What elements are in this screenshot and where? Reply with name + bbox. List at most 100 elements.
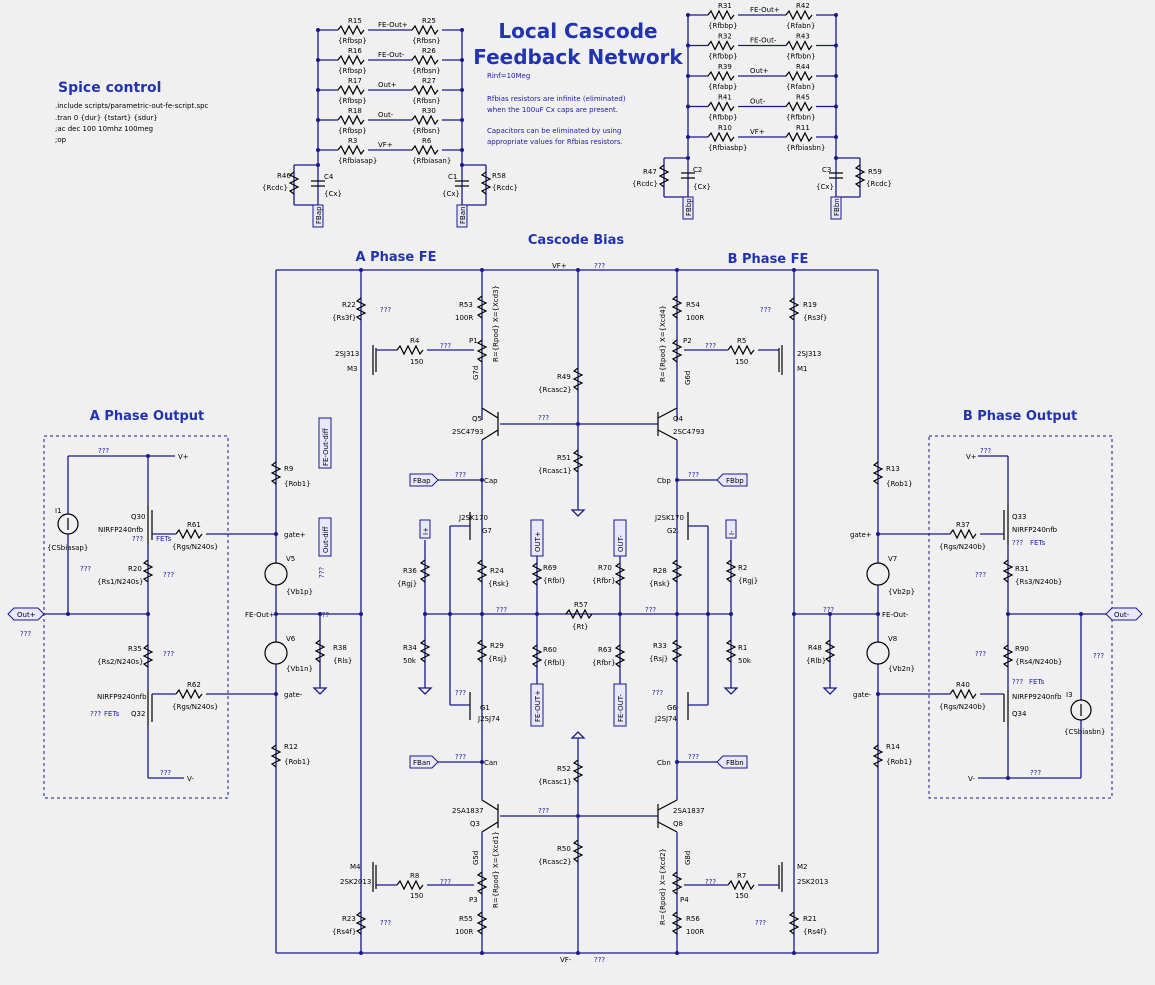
unknown-a-vplus: ??? <box>98 447 109 455</box>
unknown-r4: ??? <box>440 342 451 350</box>
note-rinf: Rinf=10Meg <box>487 72 530 80</box>
unknown-r35: ??? <box>163 650 174 658</box>
spice-control-title: Spice control <box>58 80 161 96</box>
fbbn-flag-top <box>830 196 842 220</box>
v8-value: {Vb2n} <box>888 665 915 673</box>
feedback_left-row-2-right-resistor <box>411 84 439 96</box>
c4-value: {Cx} <box>324 190 342 198</box>
q30-label: Q30 <box>131 513 145 521</box>
unknown-q32: ??? <box>90 710 101 718</box>
feedback_left-row-4-left_val: {Rfbiasap} <box>338 157 377 165</box>
feedback_left-row-3-right-resistor <box>411 114 439 126</box>
r22-resistor <box>355 297 367 321</box>
p1-value: R={Rpod} X={Xcd3} <box>492 285 500 362</box>
a-phase-fe: R22 {Rs3f} ??? 2SJ313 M3 R4 150 ??? ??? … <box>274 270 474 953</box>
fbbp-flag-text: FBbp <box>726 477 744 485</box>
r54-label: R54 <box>686 301 700 309</box>
unknown-r31: ??? <box>975 571 986 579</box>
g8d-label: G8d <box>684 851 692 865</box>
fe-out-plus-flag-text: FE-OUT+ <box>534 690 542 722</box>
r48-label: R48 <box>808 644 822 652</box>
r63-label: R63 <box>598 646 612 654</box>
r1-label: R1 <box>738 644 747 652</box>
c1-value: {Cx} <box>442 190 460 198</box>
r61-resistor <box>175 528 203 540</box>
r7-label: R7 <box>737 872 746 880</box>
feedback_right-row-1-left_val: {Rfbbp} <box>708 53 738 61</box>
r36-value: {Rgj} <box>397 580 417 588</box>
r28-label: R28 <box>653 567 667 575</box>
feedback_right-row-1-right-resistor <box>785 40 813 51</box>
r13-resistor <box>872 461 884 485</box>
q30-part: NIRFP240nfb <box>98 526 144 534</box>
r14-resistor <box>872 744 884 768</box>
r62-label: R62 <box>187 681 201 689</box>
r90-value: {Rs4/N240b} <box>1015 658 1062 666</box>
gate-minus-label-a: gate- <box>284 691 303 699</box>
r35-value: {Rs2/N240s} <box>97 658 143 666</box>
can-label: Can <box>484 759 498 767</box>
cbp-label: Cbp <box>657 477 671 485</box>
c3-label: C3 <box>822 166 831 174</box>
r49-label: R49 <box>557 373 571 381</box>
r12-resistor <box>270 744 282 768</box>
r12-value: {Rob1} <box>284 758 311 766</box>
out-diff-flag <box>318 517 332 557</box>
g1-label: G1 <box>480 704 490 712</box>
fbbp-flag-top <box>682 196 694 220</box>
fe-out-minus-flag-text: FE-OUT- <box>617 694 625 722</box>
r48-value: {Rlb} <box>806 657 826 665</box>
r47-label: R47 <box>643 168 657 176</box>
feedback_left-row-1-right: R26 <box>422 47 436 55</box>
r48-resistor <box>824 639 836 663</box>
r13-value: {Rob1} <box>886 480 913 488</box>
fet-note-q34: FETs <box>1029 678 1045 686</box>
feedback_left-row-2-mid: Out+ <box>378 81 397 89</box>
feedback_left-row-4-right_val: {Rfbiasan} <box>412 157 451 165</box>
feedback_left-row-2-left_val: {Rfbsp} <box>338 97 367 105</box>
feedback_left-row-3-mid: Out- <box>378 111 394 119</box>
fe-out-plus-label: FE-Out+ <box>245 611 275 619</box>
m2-part: 2SK2013 <box>797 878 828 886</box>
r24-value: {Rsk} <box>488 580 509 588</box>
vf-plus-label: VF+ <box>552 262 567 270</box>
unknown-r90: ??? <box>975 650 986 658</box>
fe-out-diff-flag <box>318 417 332 469</box>
feedback_right-row-3-mid: Out- <box>750 98 766 106</box>
r34-value: 50k <box>403 657 417 665</box>
unknown-b-vplus: ??? <box>980 447 991 455</box>
r4-value: 150 <box>410 358 423 366</box>
feedback_left-row-0-right-resistor <box>411 24 439 36</box>
feedback_right-row-4-right-resistor <box>785 131 813 143</box>
title-line2: Feedback Network <box>473 45 683 69</box>
fbbn-flag-label: FBbn <box>833 198 841 216</box>
fban-flag-top <box>456 204 468 228</box>
g2-part: J2SK170 <box>654 514 684 522</box>
out-plus-flag-text: OUT+ <box>534 531 542 552</box>
p4-label: P4 <box>680 896 689 904</box>
r69-value: {Rfbl} <box>543 577 566 585</box>
unknown-q34: ??? <box>1012 678 1023 686</box>
unknown-q33: ??? <box>1012 539 1023 547</box>
r49-value: {Rcasc2} <box>538 386 572 394</box>
feedback_right-row-3-right: R45 <box>796 94 810 102</box>
feedback_right-row-0-right-resistor <box>785 9 813 21</box>
out-plus-port-text: Out+ <box>17 611 36 619</box>
r40-label: R40 <box>956 681 970 689</box>
r31-resistor <box>1002 559 1014 583</box>
unknown-r57-right: ??? <box>645 606 656 614</box>
r28-value: {Rsk} <box>649 580 670 588</box>
feedback_right-row-3-left-resistor <box>707 101 735 112</box>
g6-part: J2SJ74 <box>654 715 677 723</box>
v6-value: {Vb1n} <box>286 665 313 673</box>
g5d-label: G5d <box>472 851 480 865</box>
feedback_left-row-3-left_val: {Rfbsp} <box>338 127 367 135</box>
r22-value: {Rs3f} <box>332 314 356 322</box>
unknown-r23: ??? <box>380 919 391 927</box>
r53-label: R53 <box>459 301 473 309</box>
r53-value: 100R <box>455 314 473 322</box>
p1-label: P1 <box>469 337 478 345</box>
feedback_right-row-2-right: R44 <box>796 63 810 71</box>
r63-value: {Rfbr} <box>592 659 616 667</box>
q34-part: NIRFP9240nfb <box>1012 693 1062 701</box>
